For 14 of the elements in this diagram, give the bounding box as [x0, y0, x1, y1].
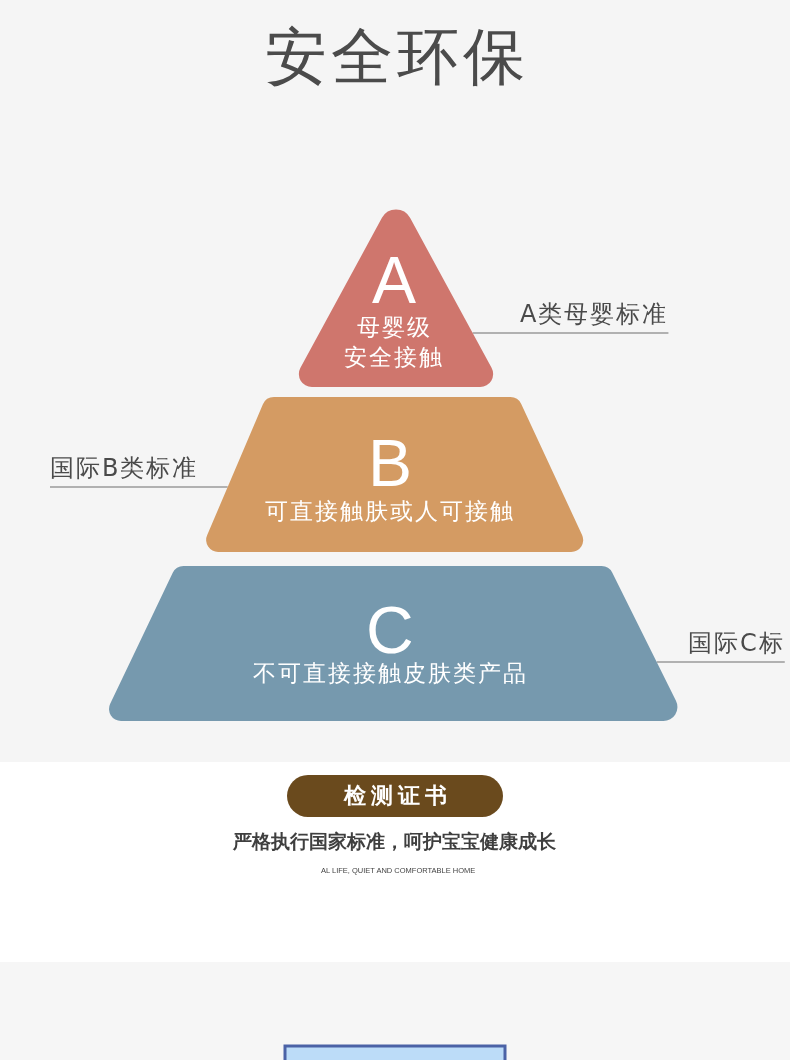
pill-text: 检测证书 [342, 783, 452, 809]
standard-label: 国际B类标准 [50, 454, 199, 487]
heading-pill [287, 775, 503, 817]
tier-description: 可直接触肤或人可接触 [265, 497, 515, 526]
leader-line [655, 661, 786, 663]
tier-description: 不可直接接触皮肤类产品 [252, 659, 528, 688]
page-title: 安全环保 [265, 22, 529, 92]
leader-line [471, 332, 670, 334]
tier-letter: B [368, 429, 413, 497]
leader-line [49, 486, 229, 488]
standard-label: 国际C标 [688, 629, 785, 662]
tier-letter: A [372, 246, 417, 314]
tier-description: 母婴级安全接触 [343, 313, 445, 372]
standard-label: A类母婴标准 [520, 300, 669, 333]
